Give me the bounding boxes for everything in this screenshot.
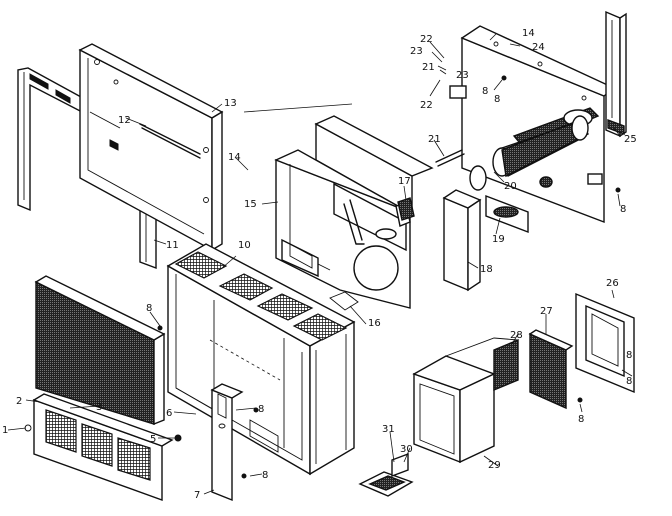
control-panel-part-7: [210, 383, 244, 502]
rod-part-21: [435, 149, 465, 167]
callout-31: 31: [382, 424, 395, 435]
callout-8-right: 8: [620, 204, 626, 215]
callout-7: 7: [194, 490, 200, 501]
callout-20: 20: [504, 181, 517, 192]
callout-12: 12: [118, 115, 131, 126]
callout-22-lower: 22: [420, 100, 433, 111]
bracket-part-30: [358, 452, 414, 497]
callout-14-left: 14: [228, 152, 241, 163]
callout-8-frame-a: 8: [626, 350, 632, 361]
callout-8-top-b: 8: [494, 94, 500, 105]
callout-8-grille: 8: [146, 303, 152, 314]
callout-25: 25: [624, 134, 637, 145]
callout-29: 29: [488, 460, 501, 471]
callout-1: 1: [2, 425, 8, 436]
callout-19: 19: [492, 234, 505, 245]
duct-collar-part-19: [485, 194, 529, 234]
callout-24: 24: [532, 42, 545, 53]
callout-18: 18: [480, 264, 493, 275]
front-grille-panel: [34, 275, 166, 426]
callout-28: 28: [510, 330, 523, 341]
callout-10: 10: [238, 240, 251, 251]
filter-part-27: [528, 329, 574, 410]
callout-27: 27: [540, 306, 553, 317]
callout-21-upper: 21: [422, 62, 435, 73]
callout-26: 26: [606, 278, 619, 289]
leader-lines: [7, 33, 633, 495]
main-cabinet: [166, 243, 356, 476]
callout-30: 30: [400, 444, 413, 455]
rear-panel-left: [78, 43, 224, 252]
callout-8-top-a: 8: [482, 86, 488, 97]
callout-8-frame-b: 8: [626, 376, 632, 387]
callout-8-bottom: 8: [262, 470, 268, 481]
callout-5: 5: [150, 434, 156, 445]
callout-23-upper: 23: [410, 46, 423, 57]
callout-11: 11: [166, 240, 179, 251]
blower-assembly: [469, 115, 589, 191]
callout-22-upper: 22: [420, 34, 433, 45]
callout-23-lower: 23: [456, 70, 469, 81]
callout-3: 3: [96, 402, 102, 413]
rod-part-12: [139, 123, 201, 159]
side-bracket-part-25: [605, 10, 627, 138]
duct-box-part-28: [412, 337, 519, 464]
callout-13: 13: [224, 98, 237, 109]
callout-8-cabinet: 8: [258, 404, 264, 415]
callout-8-filter: 8: [578, 414, 584, 425]
callout-2: 2: [16, 396, 22, 407]
callout-labels: 1 2 3 5 6 7 8 8 8 8 8 8 8 8 8 10 11 12 1…: [2, 28, 637, 501]
leader-line-top: [243, 103, 353, 113]
rear-panel-right: [449, 25, 616, 224]
callout-21-lower: 21: [428, 134, 441, 145]
callout-6: 6: [166, 408, 172, 419]
callout-15: 15: [244, 199, 257, 210]
frame-part-26: [575, 292, 635, 394]
partition-housing: [274, 115, 434, 311]
callout-17: 17: [398, 176, 411, 187]
callout-14-top: 14: [522, 28, 535, 39]
callout-16: 16: [368, 318, 381, 329]
tall-block-part-18: [442, 189, 482, 292]
lower-front-grille: [32, 393, 174, 501]
